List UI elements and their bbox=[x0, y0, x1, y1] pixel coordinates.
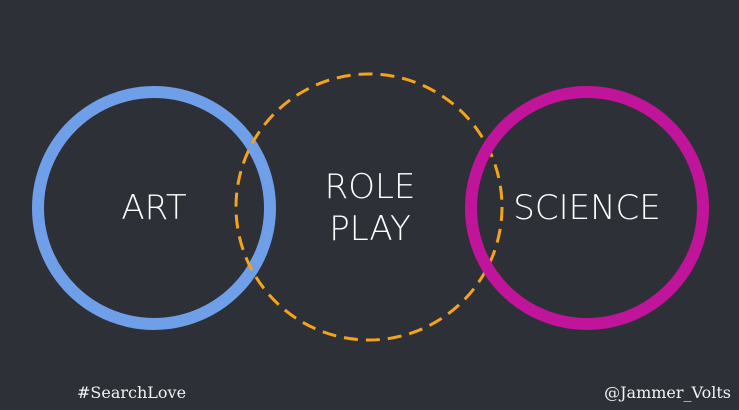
handle-text: @Jammer_Volts bbox=[604, 383, 731, 402]
roleplay-label: ROLE PLAY bbox=[300, 166, 440, 250]
roleplay-line-2: PLAY bbox=[329, 209, 411, 249]
roleplay-line-1: ROLE bbox=[324, 167, 416, 207]
art-circle bbox=[32, 86, 276, 330]
science-circle bbox=[465, 86, 709, 330]
hashtag-text: #SearchLove bbox=[77, 383, 187, 402]
roleplay-circle bbox=[234, 72, 504, 342]
art-label: ART bbox=[121, 188, 187, 228]
science-label: SCIENCE bbox=[513, 188, 661, 228]
